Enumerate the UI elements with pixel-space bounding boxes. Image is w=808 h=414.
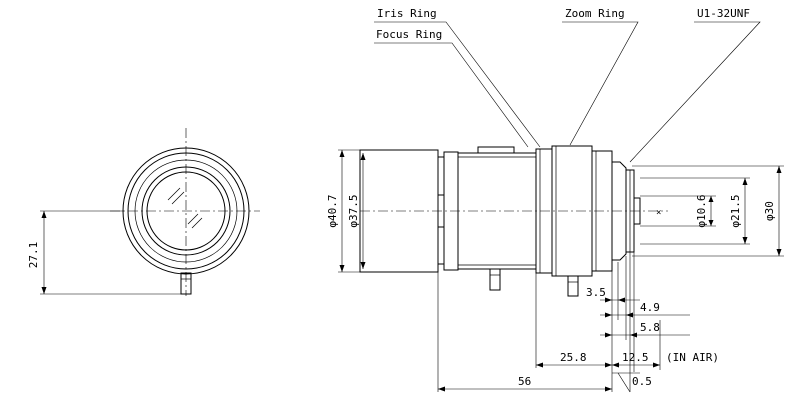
label-iris-ring: Iris Ring: [377, 7, 437, 20]
dim-front-height: 27.1: [27, 242, 40, 269]
glass-reflection-marks: [167, 187, 203, 229]
dim-0-5: 0.5: [632, 375, 652, 388]
dim-in-air: (IN AIR): [666, 351, 719, 364]
dim-inner-diameter: φ37.5: [347, 194, 360, 227]
dim-4-9: 4.9: [640, 301, 660, 314]
dim-outer-diameter: φ40.7: [326, 194, 339, 227]
label-focus-ring: Focus Ring: [376, 28, 442, 41]
dim-3-5: 3.5: [586, 286, 606, 299]
dim-mount-diameter: φ30: [763, 201, 776, 221]
dim-mount-inner: φ21.5: [729, 194, 742, 227]
side-view: ×: [359, 145, 668, 297]
callouts: Iris Ring Focus Ring Zoom Ring U1-32UNF: [374, 7, 761, 163]
bottom-dims: 3.5 4.9 5.8 25.8 12.5 (IN AIR) 56: [437, 252, 719, 393]
right-diameter-dims: φ30 φ21.5 φ10.6: [632, 165, 784, 257]
left-diameter-dims: φ40.7 φ37.5: [326, 149, 366, 273]
dim-25-8: 25.8: [560, 351, 587, 364]
label-mount: U1-32UNF: [697, 7, 750, 20]
label-zoom-ring: Zoom Ring: [565, 7, 625, 20]
dim-glass-diameter: φ10.6: [695, 194, 708, 227]
svg-text:×: ×: [656, 208, 661, 218]
dim-12-5: 12.5: [622, 351, 649, 364]
front-view: 27.1: [27, 128, 260, 296]
dim-5-8: 5.8: [640, 321, 660, 334]
dim-56: 56: [518, 375, 531, 388]
